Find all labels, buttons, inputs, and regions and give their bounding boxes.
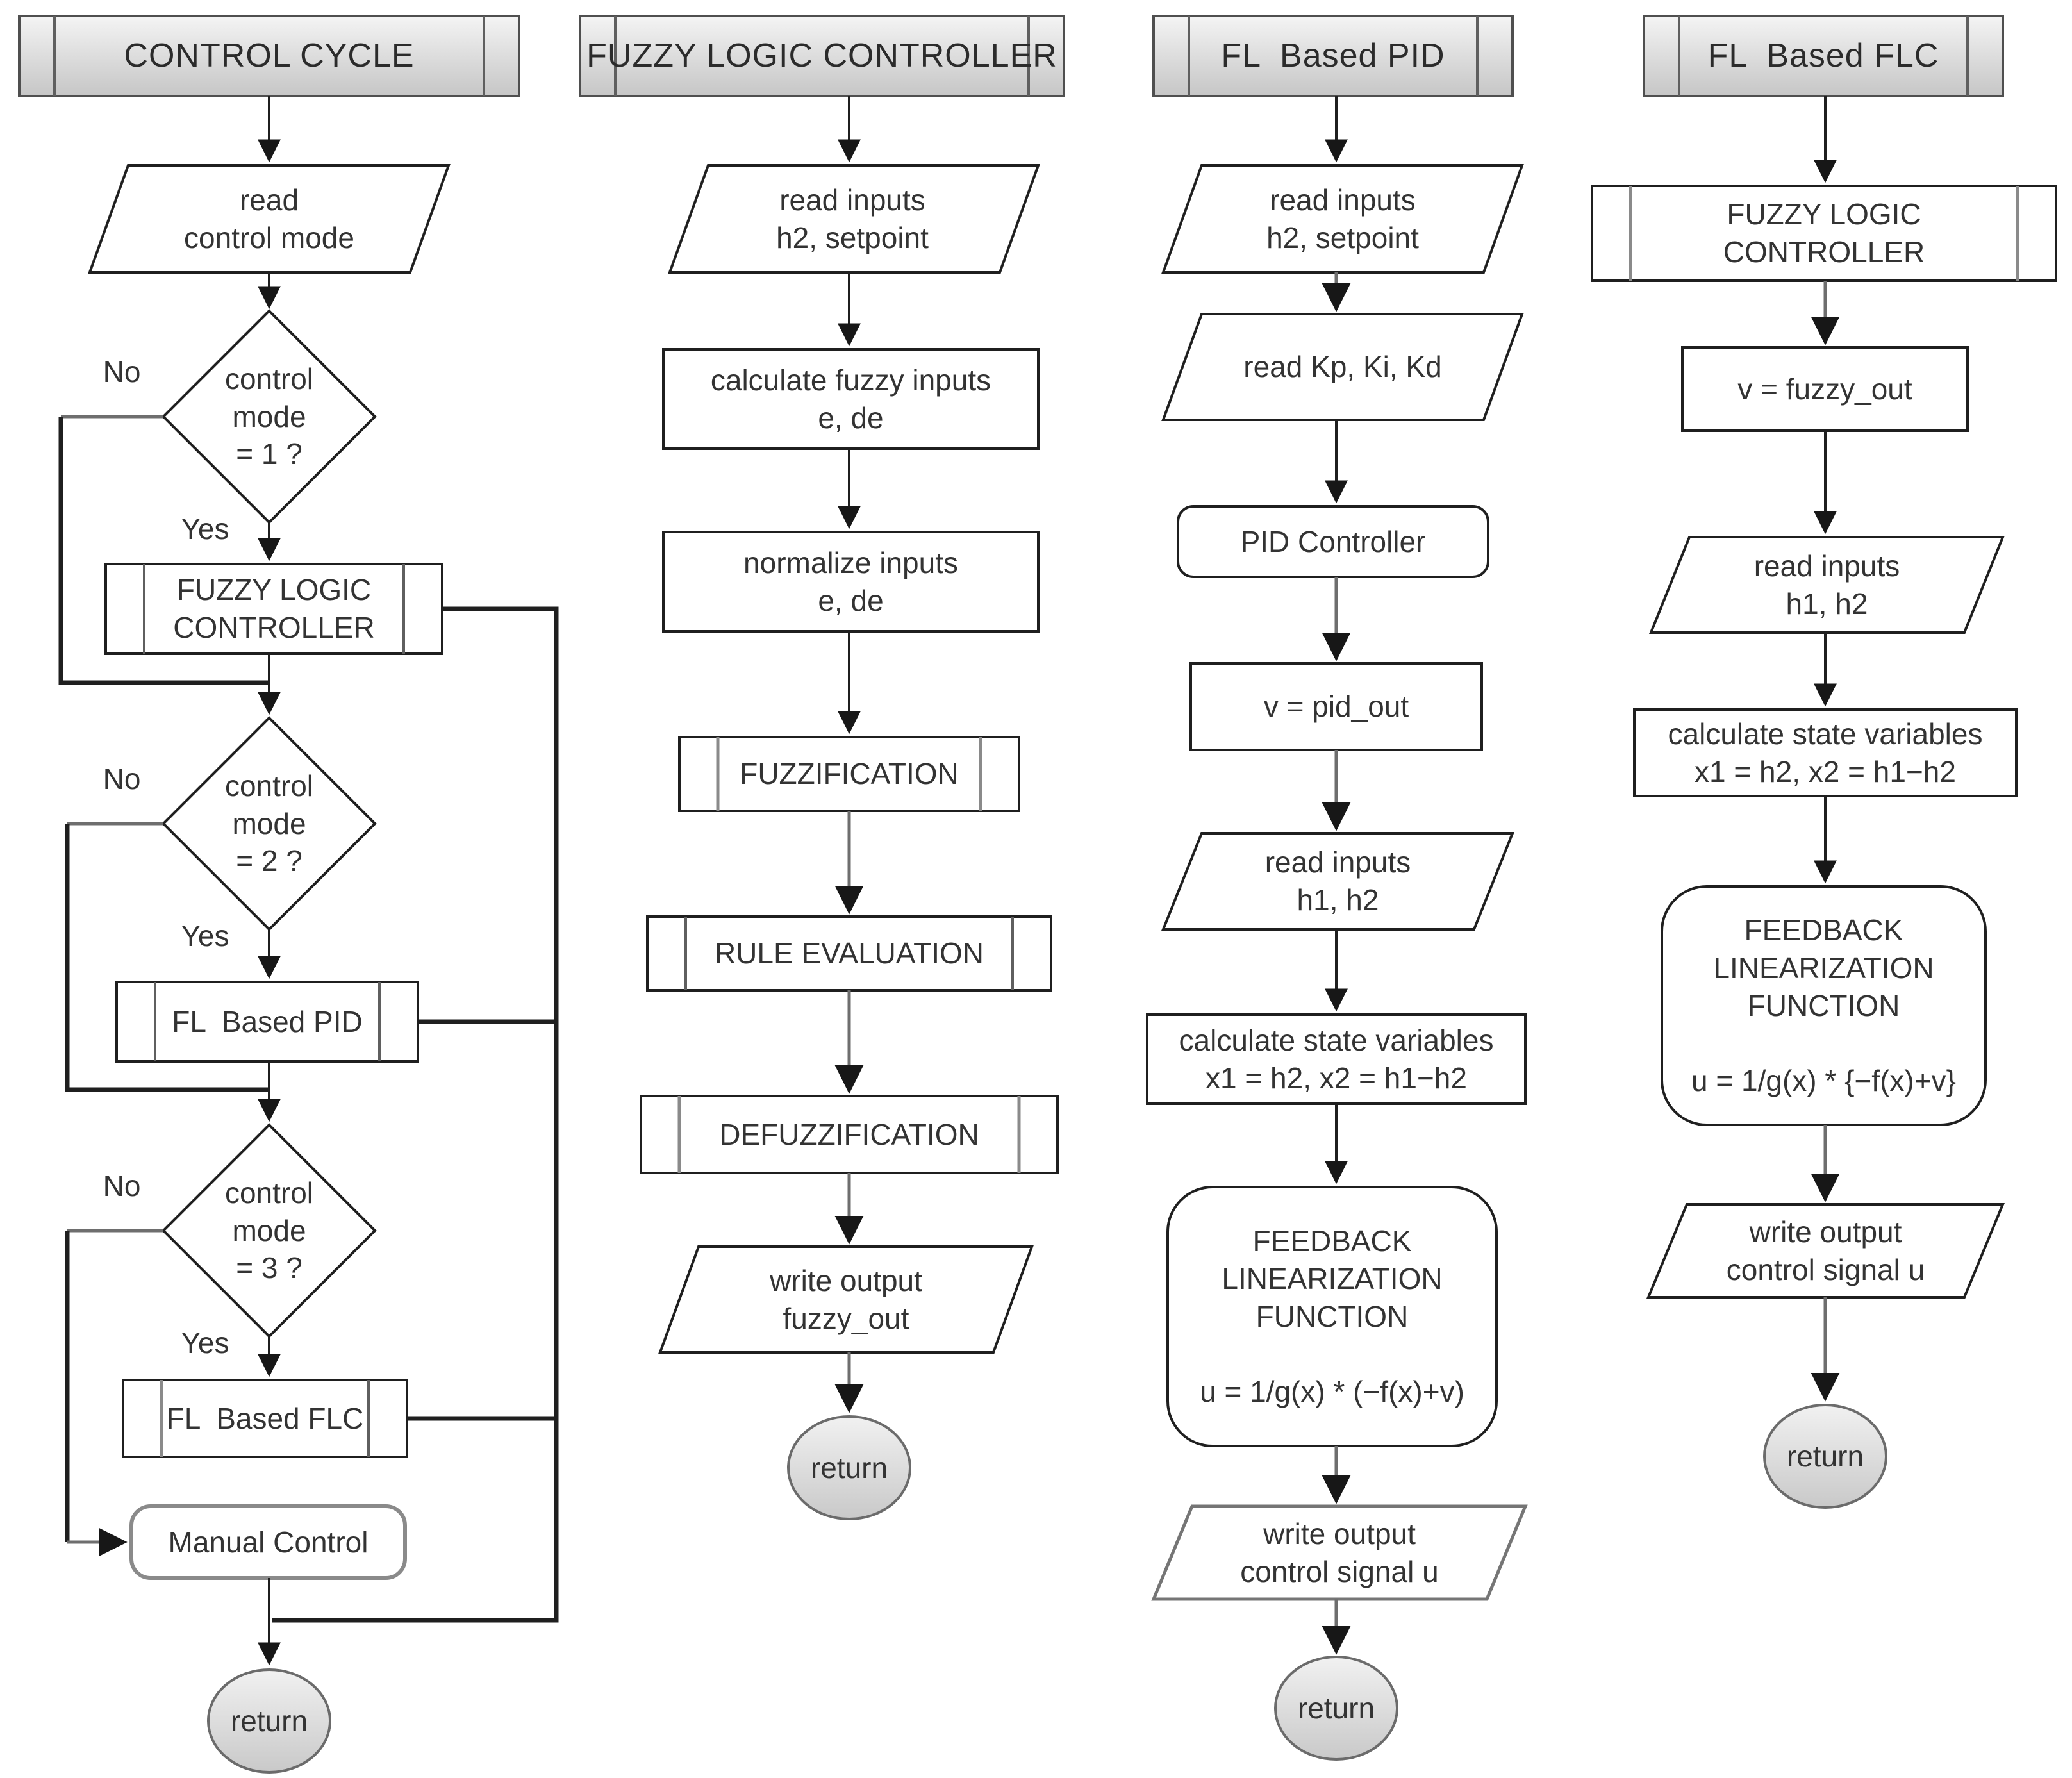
flow1-header-shape xyxy=(18,15,520,97)
flow1-flpid-subroutine-shape xyxy=(115,981,419,1063)
flow2-fuzzification-shape xyxy=(678,736,1020,812)
flow2-rule-evaluation-shape xyxy=(646,915,1052,992)
flow1-flflc-label: FL Based FLC xyxy=(166,1401,364,1435)
flow2-write-output-shape xyxy=(658,1245,1034,1354)
flow3-read-inputs-label: read inputs h2, setpoint xyxy=(1266,183,1419,254)
flow2-write-output-label: write output fuzzy_out xyxy=(770,1263,922,1335)
flow2-calc-fuzzy-shape xyxy=(662,348,1040,450)
flow4-flc-subroutine-label: FUZZY LOGIC CONTROLLER xyxy=(1723,197,1925,269)
flow3-pid-controller-shape xyxy=(1177,505,1489,578)
flow2-calc-fuzzy-label: calculate fuzzy inputs e, de xyxy=(710,363,991,435)
flow3-return-label: return xyxy=(1297,1691,1375,1725)
flow2-read-inputs-label: read inputs h2, setpoint xyxy=(776,183,929,254)
flow4-write-output-shape xyxy=(1646,1203,2005,1299)
flow2-header-shape xyxy=(579,15,1065,97)
flow4-read-levels-shape xyxy=(1649,536,2005,634)
flow4-calc-state-label: calculate state variables x1 = h2, x2 = … xyxy=(1668,717,1983,788)
flow1-no1-label: No xyxy=(103,354,141,388)
flow1-right-bus xyxy=(272,606,559,1623)
flow3-calc-state-label: calculate state variables x1 = h2, x2 = … xyxy=(1179,1023,1494,1095)
flow1-yes1-label: Yes xyxy=(181,511,229,545)
flow4-return-shape xyxy=(1763,1404,1887,1509)
flow3-write-output-label: write output control signal u xyxy=(1240,1516,1439,1588)
flow3-read-levels-shape xyxy=(1161,832,1514,931)
flow2-fuzzy-logic-controller xyxy=(579,15,1065,1520)
flow3-read-gains-shape xyxy=(1161,313,1524,421)
flow1-control-cycle xyxy=(18,15,559,1774)
flow3-write-output-shape xyxy=(1151,1504,1528,1601)
flow4-flc-subroutine-shape xyxy=(1591,185,2057,282)
flow2-title: FUZZY LOGIC CONTROLLER xyxy=(586,37,1057,75)
flow1-manual-label: Manual Control xyxy=(168,1525,369,1559)
flow4-return-label: return xyxy=(1786,1439,1864,1473)
flow1-decision1-label: control mode = 1 ? xyxy=(224,361,314,471)
flow3-read-levels-label: read inputs h1, h2 xyxy=(1264,845,1411,917)
flow4-vfuzzy-shape xyxy=(1681,346,1969,432)
flow4-fl-based-flc xyxy=(1591,15,2057,1509)
flow3-title: FL Based PID xyxy=(1221,37,1445,75)
flow1-no2-branch xyxy=(65,824,268,1092)
flow1-no2-label: No xyxy=(103,761,141,795)
flow2-normalize-shape xyxy=(662,531,1040,633)
flow4-calc-state-shape xyxy=(1633,708,2018,797)
flow1-flpid-label: FL Based PID xyxy=(172,1004,363,1038)
flow1-read-mode-label: read control mode xyxy=(184,183,354,254)
flow4-feedback-label: FEEDBACK LINEARIZATION FUNCTION u = 1/g(… xyxy=(1691,913,1956,1098)
flow1-flc-label: FUZZY LOGIC CONTROLLER xyxy=(173,573,375,644)
flow1-yes2-label: Yes xyxy=(181,918,229,952)
flow2-return-label: return xyxy=(810,1450,888,1484)
flow2-normalize-label: normalize inputs e, de xyxy=(743,545,958,617)
flow2-return-shape xyxy=(787,1415,911,1520)
flow1-no1-branch xyxy=(58,417,268,685)
flow3-feedback-shape xyxy=(1166,1186,1498,1447)
flow1-read-mode-shape xyxy=(88,164,451,274)
flow2-read-inputs-shape xyxy=(668,164,1040,274)
flow1-flflc-subroutine-shape xyxy=(122,1379,408,1458)
flow1-decision3-label: control mode = 3 ? xyxy=(224,1176,314,1285)
flow1-no3-label: No xyxy=(103,1168,141,1202)
flow2-defuzzification-label: DEFUZZIFICATION xyxy=(719,1117,979,1151)
flow3-vpid-shape xyxy=(1189,662,1483,751)
flow3-pid-controller-label: PID Controller xyxy=(1240,524,1426,558)
flow4-title: FL Based FLC xyxy=(1707,37,1939,75)
flow1-title: CONTROL CYCLE xyxy=(124,37,415,75)
flow4-write-output-label: write output control signal u xyxy=(1726,1215,1925,1286)
flow1-return-shape xyxy=(207,1668,331,1774)
flow1-yes3-label: Yes xyxy=(181,1325,229,1359)
flow4-header-shape xyxy=(1643,15,2004,97)
flow1-decision2-label: control mode = 2 ? xyxy=(224,769,314,878)
flow3-read-inputs-shape xyxy=(1161,164,1524,274)
flow3-return-shape xyxy=(1274,1656,1398,1761)
flow3-fl-based-pid xyxy=(1146,15,1528,1761)
flow2-rule-evaluation-label: RULE EVALUATION xyxy=(714,936,984,970)
flow3-header-shape xyxy=(1152,15,1514,97)
flow4-vfuzzy-label: v = fuzzy_out xyxy=(1737,372,1912,406)
flow2-fuzzification-label: FUZZIFICATION xyxy=(740,757,959,791)
flow4-read-levels-label: read inputs h1, h2 xyxy=(1753,549,1900,620)
flow3-feedback-label: FEEDBACK LINEARIZATION FUNCTION u = 1/g(… xyxy=(1200,1224,1464,1409)
flow3-vpid-label: v = pid_out xyxy=(1263,690,1409,724)
flow1-return-label: return xyxy=(230,1704,308,1738)
flow3-read-gains-label: read Kp, Ki, Kd xyxy=(1243,350,1442,384)
